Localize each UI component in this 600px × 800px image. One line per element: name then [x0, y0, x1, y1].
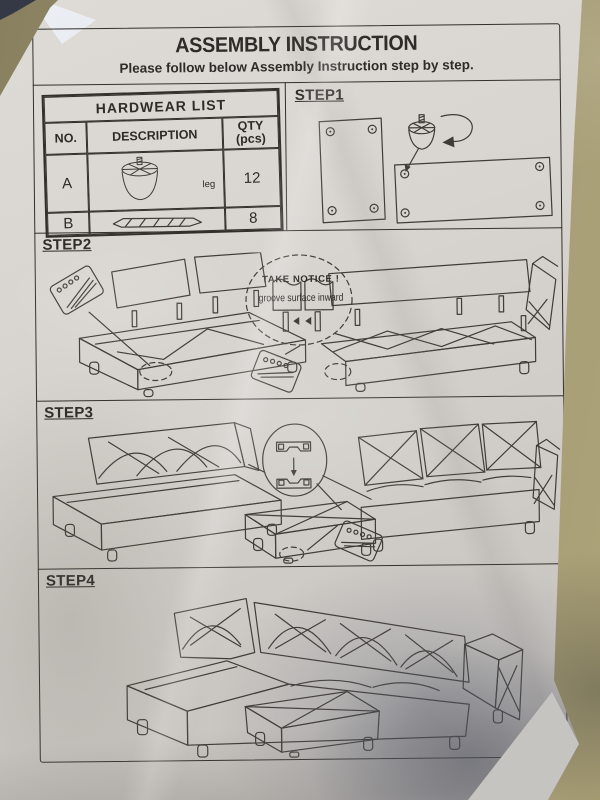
step1-label: STEP1: [294, 86, 345, 105]
col-header-description: DESCRIPTION: [86, 117, 224, 154]
step2-label: STEP2: [42, 236, 92, 254]
bolt-icon: [112, 216, 202, 228]
hardware-row-a-description: leg: [87, 149, 225, 212]
step3-label: STEP3: [44, 404, 94, 422]
col-header-no: NO.: [44, 121, 88, 155]
step3-diagram: [52, 420, 561, 564]
hardware-row-b-qty: 8: [224, 205, 282, 231]
step1-diagram: [318, 114, 553, 224]
notice-title: TAKE NOTICE !: [262, 273, 340, 286]
hardware-row-b-description: [88, 207, 226, 235]
hardware-row-a-qty: 12: [223, 147, 281, 208]
instruction-sheet: ASSEMBLY INSTRUCTION Please follow below…: [32, 23, 568, 763]
step4-diagram: [126, 597, 524, 758]
hardware-row-a-no: A: [45, 153, 89, 213]
sofa-leg-icon: [121, 156, 159, 201]
leg-label: leg: [202, 178, 216, 191]
notice-text: groove surface inward: [258, 291, 344, 305]
hardware-table: HARDWEAR LIST NO. DESCRIPTION QTY (pcs) …: [41, 87, 284, 238]
col-header-qty: QTY (pcs): [222, 115, 280, 150]
step2-diagram: [49, 251, 559, 398]
step4-label: STEP4: [45, 572, 96, 590]
